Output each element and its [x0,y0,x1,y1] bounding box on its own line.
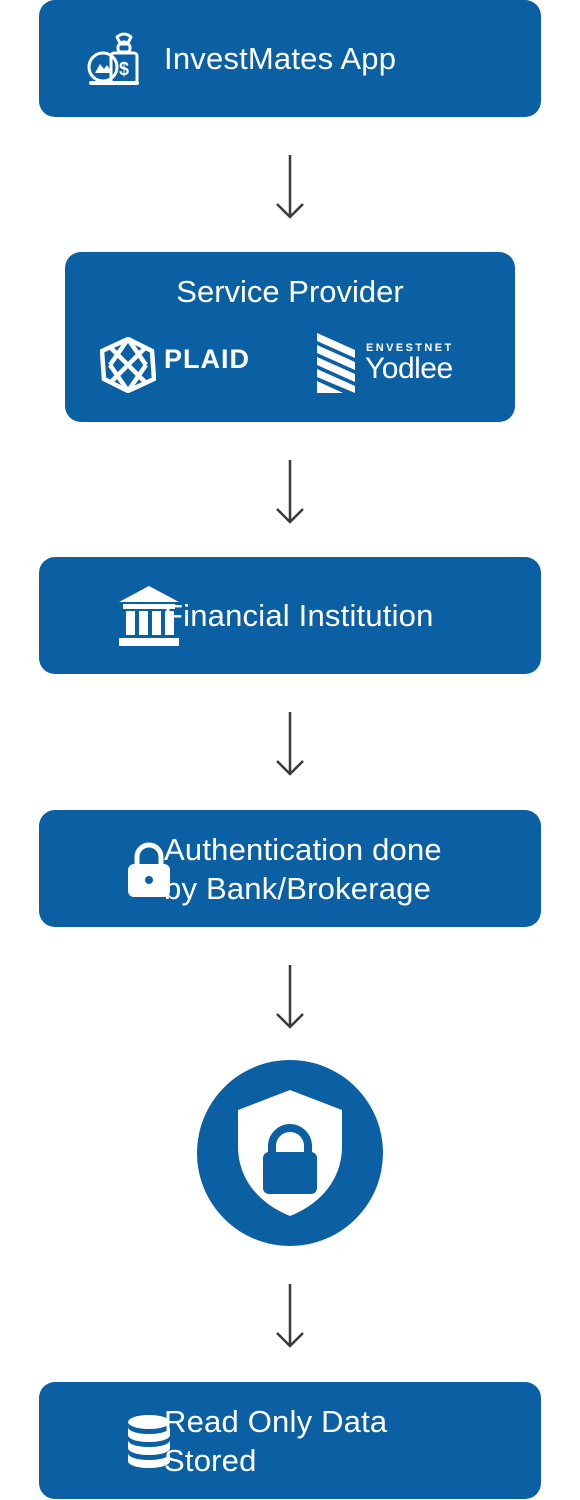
plaid-logo-label: PLAID [164,344,250,374]
shield-lock-icon [238,1090,342,1216]
arrow-down-icon [276,155,304,219]
plaid-logo-icon [100,337,156,393]
arrow-down-icon [276,1284,304,1348]
service-provider-box: Service Provider [65,252,515,422]
investmates-app-box: $ InvestMates App [39,0,541,117]
data-stored-label-line1: Read Only Data [164,1404,388,1439]
bank-icon [119,585,179,646]
money-stack-icon: $ [87,32,139,85]
database-icon [128,1414,170,1468]
authentication-label-line1: Authentication done [164,832,442,867]
service-provider-title: Service Provider [176,274,404,309]
svg-text:$: $ [119,59,129,79]
authentication-label-line2: by Bank/Brokerage [164,871,432,906]
arrow-down-icon [276,460,304,524]
data-stored-box: Read Only Data Stored [39,1382,541,1499]
financial-institution-label: Financial Institution [164,598,434,633]
data-stored-label-line2: Stored [164,1443,257,1478]
lock-icon [128,842,170,897]
arrow-down-icon [276,712,304,776]
envestnet-label: ENVESTNET [366,342,454,354]
yodlee-label: Yodlee [365,352,453,385]
yodlee-logo-icon [317,333,355,393]
authentication-box: Authentication done by Bank/Brokerage [39,810,541,927]
financial-institution-box: Financial Institution [39,557,541,674]
investmates-app-label: InvestMates App [164,41,397,76]
arrow-down-icon [276,965,304,1029]
security-shield-circle [197,1060,383,1246]
